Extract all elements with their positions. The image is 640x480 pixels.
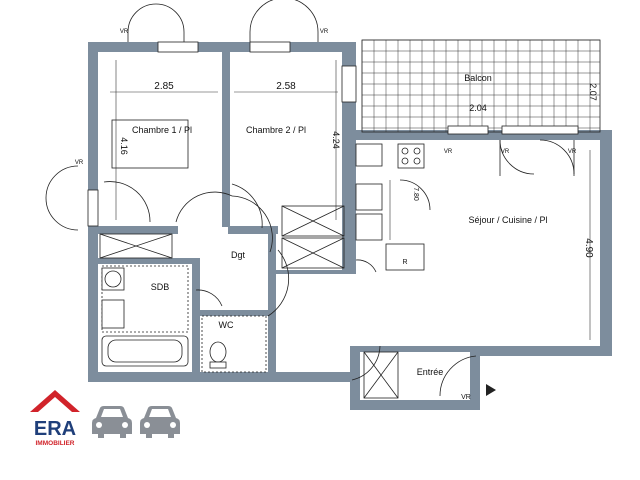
fridge xyxy=(385,243,425,271)
closet-2 xyxy=(281,237,345,269)
car-icon xyxy=(140,406,180,438)
bedroom1-depth: 4.16 xyxy=(119,137,129,155)
wall-sdb-top xyxy=(98,258,194,264)
bedroom1 xyxy=(45,3,218,231)
bedroom1-window-swing xyxy=(127,3,185,33)
corridor-door-swing-3 xyxy=(267,249,290,317)
bedroom1-side-window-swing xyxy=(45,165,79,231)
bedroom2-width: 2.58 xyxy=(276,81,296,92)
closets xyxy=(99,205,345,269)
wall-top xyxy=(88,42,350,52)
corridor-door-swing-1 xyxy=(175,191,233,223)
bedroom1-width: 2.85 xyxy=(154,81,174,92)
wall-entrance-bottom xyxy=(350,400,480,410)
entrance-inner-door-swing xyxy=(351,345,381,381)
living-window-swing-2 xyxy=(539,139,575,175)
dishwasher xyxy=(355,213,383,241)
closet-3 xyxy=(99,233,173,259)
wall-closet-bottom xyxy=(276,270,356,274)
wall-right xyxy=(600,130,612,356)
bathroom xyxy=(101,265,189,367)
sink xyxy=(101,299,125,329)
kitchen-swing xyxy=(399,179,431,211)
corridor xyxy=(175,191,290,317)
bed-1 xyxy=(111,119,189,169)
bedroom2-door-swing xyxy=(231,183,263,229)
bathroom-name: SDB xyxy=(151,282,170,292)
bedroom1-side-window xyxy=(87,189,99,227)
wall-bottom-right xyxy=(476,346,612,356)
wall-bedroom1-bottom xyxy=(98,226,178,234)
wall-entrance-left xyxy=(350,346,360,410)
kitchen-door-swing xyxy=(355,259,377,273)
front-door-swing xyxy=(439,355,477,397)
balcony-outline xyxy=(361,39,601,133)
vr-label-7: VR xyxy=(461,394,471,401)
cooktop xyxy=(397,143,425,169)
kitchen-sink xyxy=(355,143,383,167)
vr-label-6: VR xyxy=(568,149,577,155)
vr-label-2: VR xyxy=(320,29,329,35)
living-name: Séjour / Cuisine / Pl xyxy=(468,215,547,225)
wall-bedroom2-bottom xyxy=(228,226,278,234)
bedroom1-door-swing xyxy=(103,181,151,223)
balcony-window-1 xyxy=(447,125,489,135)
entrance xyxy=(351,345,496,399)
wall-entrance-top xyxy=(356,346,476,352)
bedroom2-depth: 4.24 xyxy=(331,131,341,149)
closet-1 xyxy=(281,205,345,237)
vr-label-1: VR xyxy=(120,29,129,35)
entry-arrow-icon xyxy=(486,384,496,396)
wc xyxy=(201,315,267,373)
logo-subtitle: IMMOBILIER xyxy=(36,440,75,447)
vr-label-5: VR xyxy=(501,149,510,155)
balcony xyxy=(361,39,601,135)
vr-label-3: VR xyxy=(75,160,84,166)
corridor-door-swing-2 xyxy=(231,195,273,253)
labels: 2.85 2.58 Chambre 1 / Pl Chambre 2 / Pl … xyxy=(75,29,598,401)
fridge-label: R xyxy=(402,259,407,266)
sdb-door-swing xyxy=(195,289,223,307)
balcony-name: Balcon xyxy=(464,73,492,83)
wall-living-top xyxy=(350,130,612,140)
logo-brand: ERA xyxy=(34,418,76,440)
wall-wc-top xyxy=(196,310,272,316)
entrance-name: Entrée xyxy=(417,367,444,377)
bedroom2 xyxy=(231,0,357,229)
oven xyxy=(355,183,383,211)
toilet-name: WC xyxy=(219,320,234,330)
living-depth: 4.90 xyxy=(583,238,594,258)
balcony-width: 2.04 xyxy=(469,103,487,113)
corridor-name: Dgt xyxy=(231,250,246,260)
living-window-swing-1 xyxy=(499,139,535,175)
balcony-window-2 xyxy=(501,125,579,135)
bedroom1-window xyxy=(157,41,199,53)
bathtub xyxy=(101,335,189,367)
kitchen-counter-dim: 7.80 xyxy=(412,187,419,201)
era-logo: ERA IMMOBILIER xyxy=(30,390,80,447)
balcony-door xyxy=(341,65,357,103)
kitchen xyxy=(355,139,575,273)
toilet xyxy=(209,341,227,363)
bedroom2-window-swing xyxy=(249,0,319,33)
bedroom2-name: Chambre 2 / Pl xyxy=(246,125,306,135)
wall-sdb-right xyxy=(192,258,200,376)
bedroom1-name: Chambre 1 / Pl xyxy=(132,125,192,135)
wall-bottom-left xyxy=(88,372,358,382)
vr-label-4: VR xyxy=(444,149,453,155)
balcony-depth: 2.07 xyxy=(588,83,598,101)
wall-bedrooms xyxy=(222,52,230,227)
wall-wc-right xyxy=(268,234,276,376)
bedroom2-window xyxy=(249,41,291,53)
car-icon xyxy=(92,406,132,438)
balcony-tiles xyxy=(361,39,600,132)
wall-entrance-right xyxy=(470,346,480,410)
wall-kitchen xyxy=(350,140,356,272)
